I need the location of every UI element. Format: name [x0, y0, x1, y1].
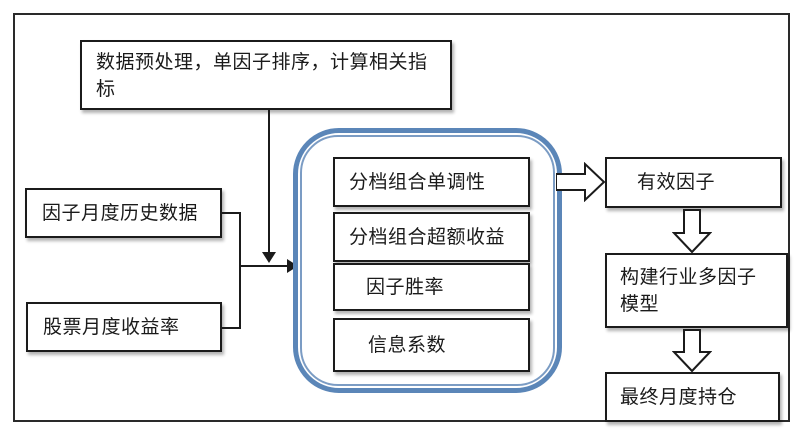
node-label: 分档组合超额收益 [349, 226, 506, 248]
block-arrow-down-icon [672, 329, 712, 373]
block-arrow-right-icon [556, 162, 606, 202]
node-stock-return: 股票月度收益率 [26, 302, 222, 352]
node-label: 数据预处理，单因子排序，计算相关指 标 [96, 52, 428, 100]
node-label: 因子月度历史数据 [42, 202, 199, 224]
node-excess-return: 分档组合超额收益 [333, 212, 530, 262]
node-label: 股票月度收益率 [43, 316, 180, 338]
node-label: 有效因子 [637, 172, 716, 193]
node-label: 构建行业多因子 模型 [620, 267, 757, 315]
arrowhead-right-icon [287, 259, 298, 273]
node-label: 最终月度持仓 [620, 386, 738, 408]
node-label: 信息系数 [368, 334, 447, 356]
node-label: 分档组合单调性 [349, 171, 486, 193]
node-effective-factor: 有效因子 [605, 157, 782, 208]
node-information-coefficient: 信息系数 [333, 318, 530, 372]
node-monotonicity: 分档组合单调性 [333, 157, 530, 207]
node-label: 因子胜率 [366, 276, 445, 298]
block-arrow-down-icon [672, 209, 712, 254]
node-preprocess: 数据预处理，单因子排序，计算相关指 标 [80, 40, 452, 110]
node-industry-model: 构建行业多因子 模型 [605, 253, 788, 328]
arrowhead-down-icon [262, 252, 276, 263]
evaluation-group-container [293, 128, 562, 393]
node-win-rate: 因子胜率 [333, 263, 530, 311]
connector-stock-return-branch [222, 327, 240, 329]
node-final-holdings: 最终月度持仓 [605, 372, 780, 422]
outer-frame [13, 13, 790, 422]
connector-merge-vertical [239, 212, 241, 329]
node-factor-history: 因子月度历史数据 [25, 188, 222, 238]
connector-merge-into-group [240, 265, 287, 267]
connector-preprocess-down [268, 110, 270, 252]
connector-factor-history-branch [222, 212, 240, 214]
